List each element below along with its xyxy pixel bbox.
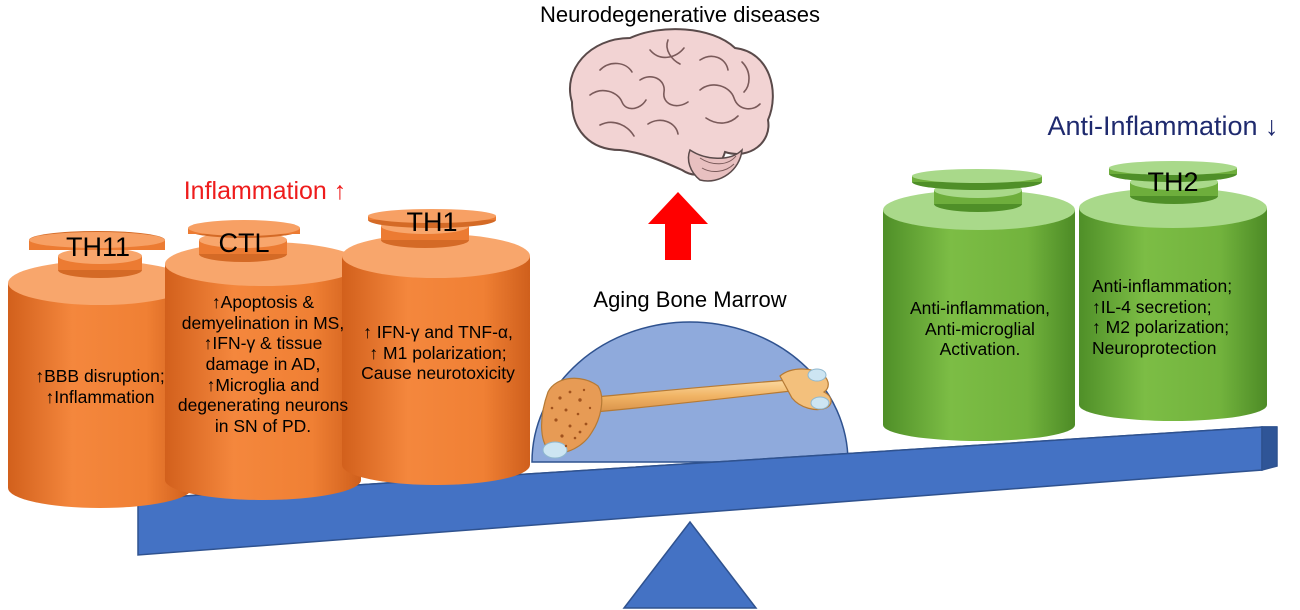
description-line: Anti-microglial <box>925 318 1035 339</box>
brain-icon <box>569 28 774 182</box>
up-arrow-icon <box>648 192 708 260</box>
description-line: ↑BBB disruption; <box>35 366 165 386</box>
description-line: ↑ M1 polarization; <box>369 342 507 363</box>
th1-label: TH1 <box>406 207 458 237</box>
description-line: Anti-inflammation; <box>1092 276 1233 296</box>
ctl-description: ↑Apoptosis &demyelination in MS,↑IFN-γ &… <box>163 292 363 436</box>
description-line: ↑Inflammation <box>45 386 155 407</box>
th1-description: ↑ IFN-γ and TNF-α,↑ M1 polarization;Caus… <box>342 322 534 384</box>
anti-inflammation-heading: Anti-Inflammation ↓ <box>1047 111 1279 141</box>
description-line: demyelination in MS, <box>181 312 345 333</box>
th11-description: ↑BBB disruption;↑Inflammation <box>6 366 194 407</box>
description-line: Activation. <box>939 339 1021 360</box>
th11-label: TH11 <box>65 232 131 262</box>
inflammation-heading: Inflammation ↑ <box>183 177 347 205</box>
description-line: Anti-inflammation, <box>909 298 1051 318</box>
aging-bone-marrow-label: Aging Bone Marrow <box>593 287 787 312</box>
description-line: damage in AD, <box>205 353 321 374</box>
weight-th11 <box>8 231 192 508</box>
weight-th1 <box>342 209 530 485</box>
description-line: ↑ IFN-γ and TNF-α, <box>363 322 513 342</box>
fulcrum-triangle <box>622 520 758 609</box>
description-line: ↑Microglia and <box>206 374 320 395</box>
description-line: Cause neurotoxicity <box>361 363 515 384</box>
description-line: ↑Apoptosis & <box>211 292 315 312</box>
description-line: ↑ M2 polarization; <box>1092 317 1230 338</box>
weight-th2 <box>1079 161 1267 421</box>
th2-description: Anti-inflammation;↑IL-4 secretion;↑ M2 p… <box>1092 276 1268 359</box>
th2-label: TH2 <box>1147 167 1199 197</box>
description-line: Neuroprotection <box>1092 337 1217 358</box>
description-line: ↑IFN-γ & tissue <box>203 333 323 354</box>
description-line: in SN of PD. <box>214 415 312 436</box>
neurodegenerative-label: Neurodegenerative diseases <box>539 2 821 27</box>
ctl-label: CTL <box>218 228 270 258</box>
femur-bone-icon <box>541 368 832 459</box>
description-line: ↑IL-4 secretion; <box>1092 296 1212 317</box>
weight-ctl <box>165 220 361 500</box>
description-line: degenerating neurons <box>177 395 349 416</box>
weight-anti-inflammation <box>883 169 1075 441</box>
